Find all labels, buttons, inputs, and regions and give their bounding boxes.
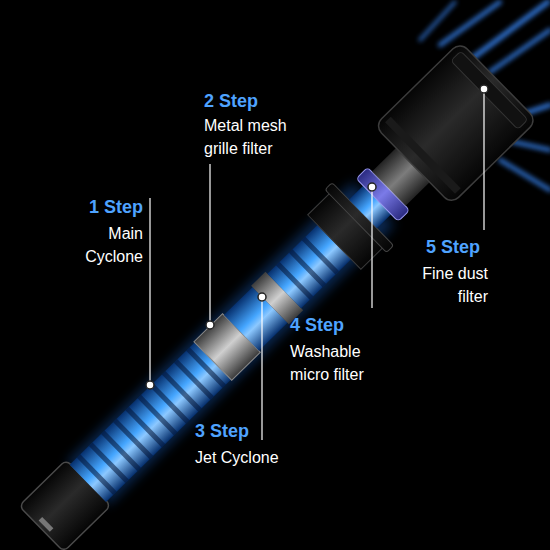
part-name: Washable micro filter bbox=[290, 340, 390, 386]
step-number: 4 Step bbox=[290, 314, 370, 337]
part-name: Jet Cyclone bbox=[195, 446, 325, 469]
step-number: 5 Step bbox=[398, 236, 480, 259]
part-name: Metal mesh grille filter bbox=[204, 114, 314, 160]
step-number: 1 Step bbox=[40, 196, 143, 219]
step-number: 2 Step bbox=[204, 90, 314, 113]
step-number: 3 Step bbox=[195, 420, 257, 443]
part-name: Fine dust filter bbox=[398, 262, 488, 308]
part-name: Main Cyclone bbox=[59, 222, 143, 268]
